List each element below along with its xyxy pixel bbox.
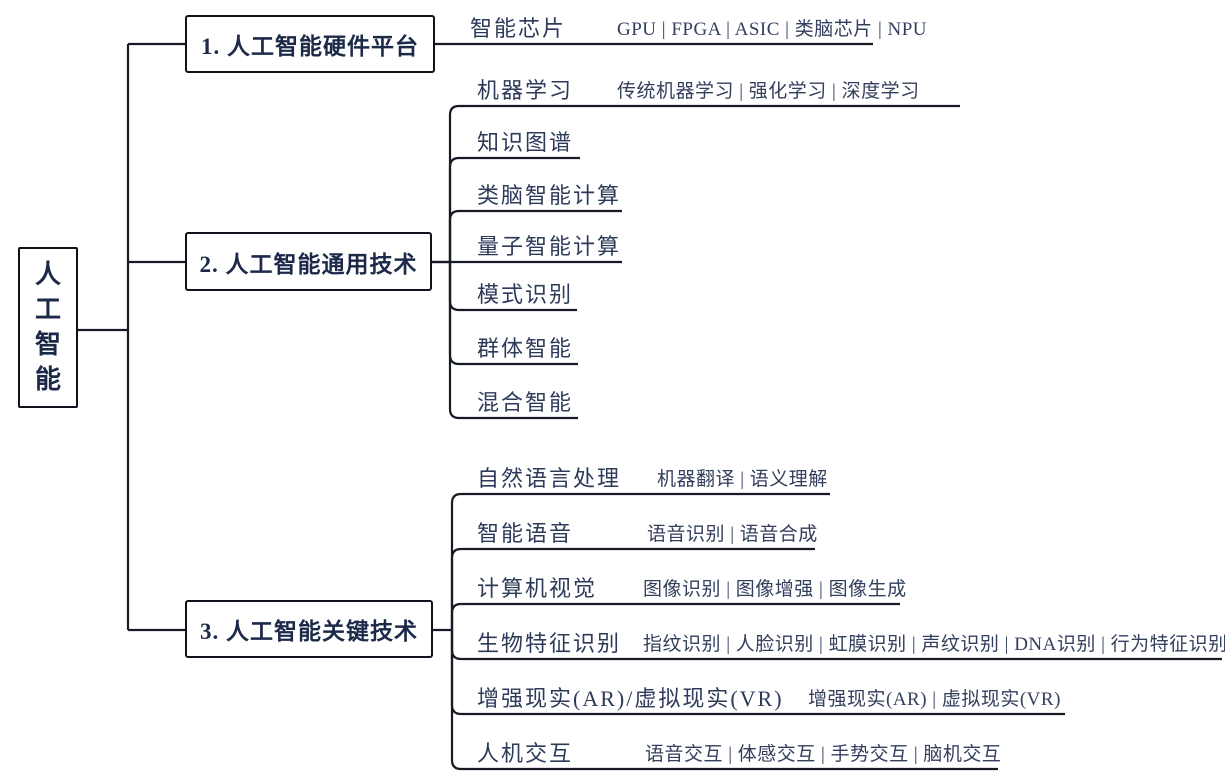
- leaf-node-label: 自然语言处理: [477, 466, 622, 491]
- root-label-char: 工: [34, 295, 61, 324]
- leaf-node-label: 混合智能: [477, 390, 574, 415]
- leaf-underline: [448, 209, 622, 262]
- leaf-node-label: 模式识别: [477, 282, 574, 307]
- branch-node-3: 3. 人工智能关键技术: [185, 600, 433, 658]
- leaf-node-label: 群体智能: [477, 336, 574, 361]
- root-label-char: 人: [34, 260, 61, 289]
- leaf-node-items: GPU | FPGA | ASIC | 类脑芯片 | NPU: [617, 19, 928, 40]
- leaf-node-label: 增强现实(AR)/虚拟现实(VR): [477, 686, 784, 711]
- leaf-node-label: 生物特征识别: [477, 631, 622, 656]
- leaf-node-label: 量子智能计算: [477, 234, 622, 259]
- leaf-underline: [448, 262, 578, 420]
- leaf-node-items: 指纹识别 | 人脸识别 | 虹膜识别 | 声纹识别 | DNA识别 | 行为特征…: [643, 634, 1225, 655]
- leaf-underline: [448, 156, 580, 262]
- leaf-node-label: 机器学习: [477, 78, 574, 103]
- root-node: 人工智能: [18, 247, 78, 408]
- leaf-node-label: 计算机视觉: [477, 576, 598, 601]
- branch-label: 3. 人工智能关键技术: [200, 619, 418, 644]
- leaf-node-items: 机器翻译 | 语义理解: [657, 469, 828, 490]
- leaf-underline: [448, 104, 960, 262]
- branch-label: 2. 人工智能通用技术: [199, 251, 418, 277]
- leaf-node-label: 智能芯片: [470, 16, 567, 41]
- leaf-node-items: 图像识别 | 图像增强 | 图像生成: [643, 579, 907, 600]
- leaf-node-label: 知识图谱: [477, 130, 574, 155]
- branch-label: 1. 人工智能硬件平台: [201, 34, 419, 59]
- branch-node-2: 2. 人工智能通用技术: [185, 232, 432, 291]
- leaf-node-items: 增强现实(AR) | 虚拟现实(VR): [808, 689, 1061, 710]
- branch-node-1: 1. 人工智能硬件平台: [185, 15, 435, 73]
- leaf-node-label: 类脑智能计算: [477, 183, 622, 208]
- leaf-node-label: 智能语音: [477, 521, 574, 546]
- leaf-node-label: 人机交互: [477, 741, 574, 766]
- leaf-node-items: 语音识别 | 语音合成: [647, 524, 818, 545]
- leaf-node-items: 语音交互 | 体感交互 | 手势交互 | 脑机交互: [645, 744, 1002, 765]
- leaf-underline: [450, 602, 900, 630]
- leaf-underline: [450, 547, 815, 630]
- leaf-underline: [450, 492, 830, 630]
- leaf-underline: [450, 630, 998, 771]
- root-label-char: 能: [34, 365, 61, 394]
- leaf-node-items: 传统机器学习 | 强化学习 | 深度学习: [617, 81, 920, 102]
- root-label-char: 智: [34, 330, 61, 359]
